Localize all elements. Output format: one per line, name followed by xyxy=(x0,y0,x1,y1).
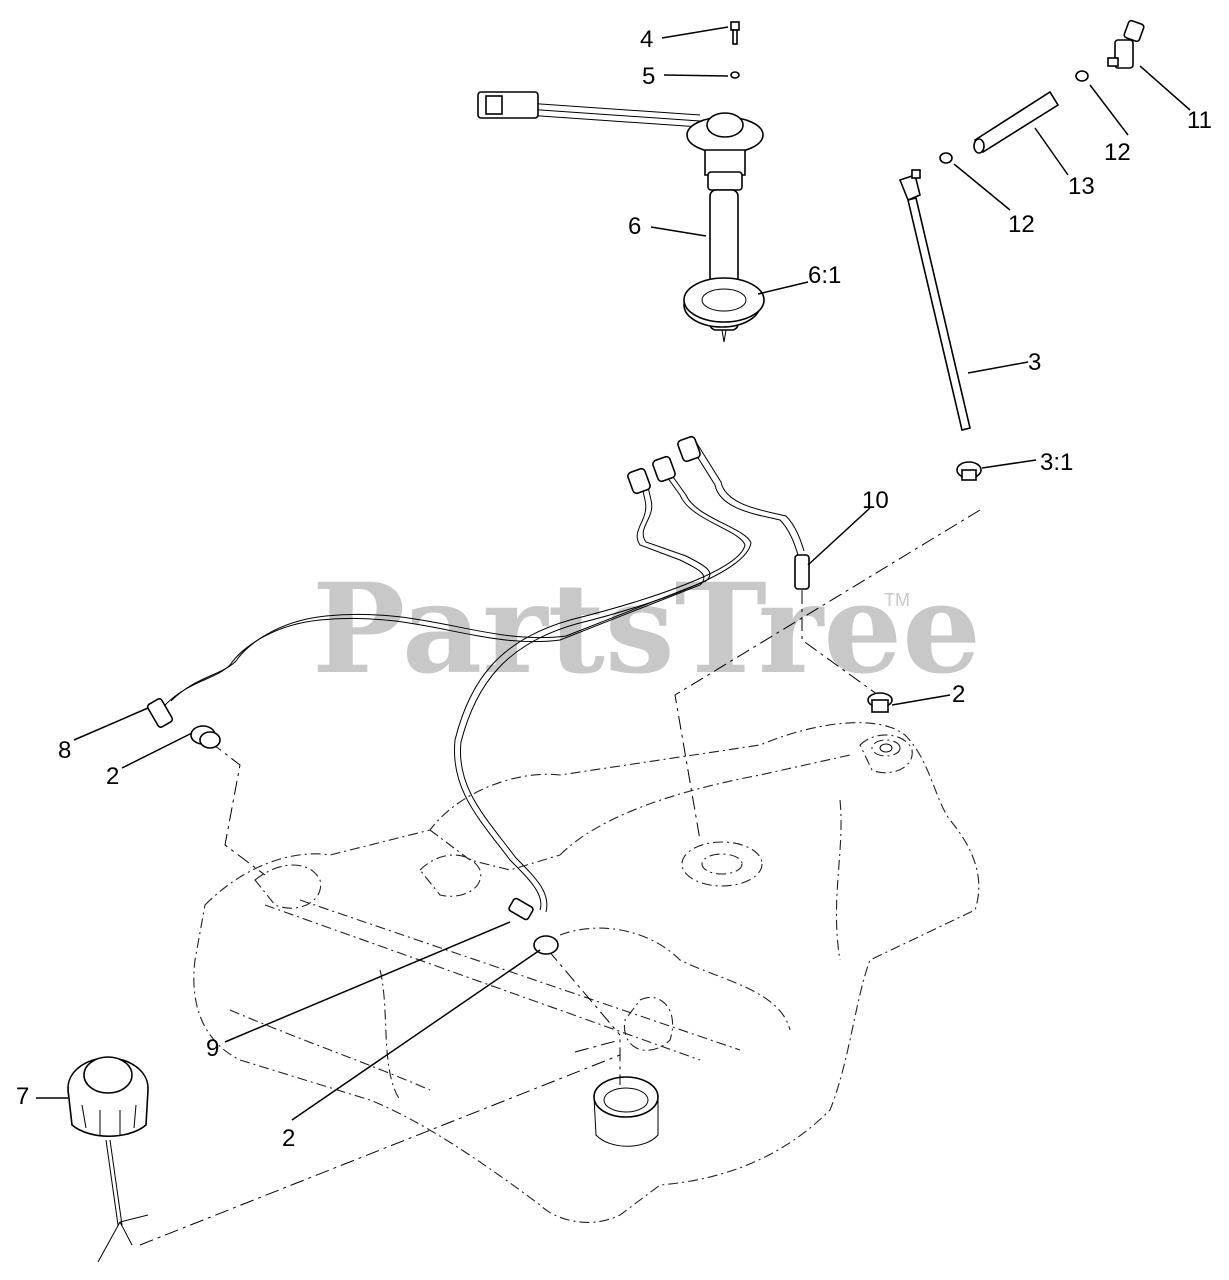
hose-clamp-part-12-upper xyxy=(1075,70,1089,82)
hose-part-13 xyxy=(973,90,1060,154)
callout-11: 11 xyxy=(1187,107,1212,134)
leader-lines xyxy=(36,26,1191,1121)
callout-8: 8 xyxy=(58,737,71,764)
callout-5: 5 xyxy=(642,63,655,90)
fitting-part-10 xyxy=(794,554,810,590)
grommet-part-3-1 xyxy=(956,461,982,481)
hose-clamp-part-12-lower xyxy=(939,152,953,164)
vent-tube-part-3 xyxy=(898,169,971,431)
watermark-text: PartsTree xyxy=(312,557,981,702)
callout-12-upper: 12 xyxy=(1104,139,1131,166)
shutoff-valve-part-11 xyxy=(1107,19,1145,69)
callout-6-1: 6:1 xyxy=(808,262,841,289)
assembly-lines xyxy=(139,509,981,1246)
callout-2-right: 2 xyxy=(952,681,965,708)
grommet-part-2-left xyxy=(190,725,221,749)
callout-3-1: 3:1 xyxy=(1040,449,1073,476)
connector-part-8 xyxy=(146,698,174,728)
callout-2-left: 2 xyxy=(106,763,119,790)
callout-7: 7 xyxy=(16,1083,29,1110)
watermark-trademark: TM xyxy=(884,590,910,610)
callout-6: 6 xyxy=(628,213,641,240)
callout-12-lower: 12 xyxy=(1008,211,1035,238)
fitting-part-9 xyxy=(508,897,534,921)
callout-4: 4 xyxy=(640,26,653,53)
callout-labels: 4 5 6 11 12 13 12 3 6:1 3:1 10 2 8 2 7 9… xyxy=(16,26,1212,1152)
fuel-lines xyxy=(164,441,805,913)
callout-9: 9 xyxy=(206,1035,219,1062)
callout-10: 10 xyxy=(862,487,889,514)
gasket-ring xyxy=(683,277,765,323)
callout-13: 13 xyxy=(1068,173,1095,200)
callout-2-bottom: 2 xyxy=(282,1125,295,1152)
screw-part-4 xyxy=(730,21,740,45)
washer-part-5 xyxy=(730,71,740,79)
grommet-part-2-right xyxy=(867,692,893,713)
fuel-line-connectors xyxy=(627,435,701,495)
fuel-tank xyxy=(193,722,980,1223)
fuel-cap-part-7 xyxy=(67,1056,149,1263)
callout-3: 3 xyxy=(1028,349,1041,376)
grommet-part-2-middle xyxy=(533,935,559,955)
